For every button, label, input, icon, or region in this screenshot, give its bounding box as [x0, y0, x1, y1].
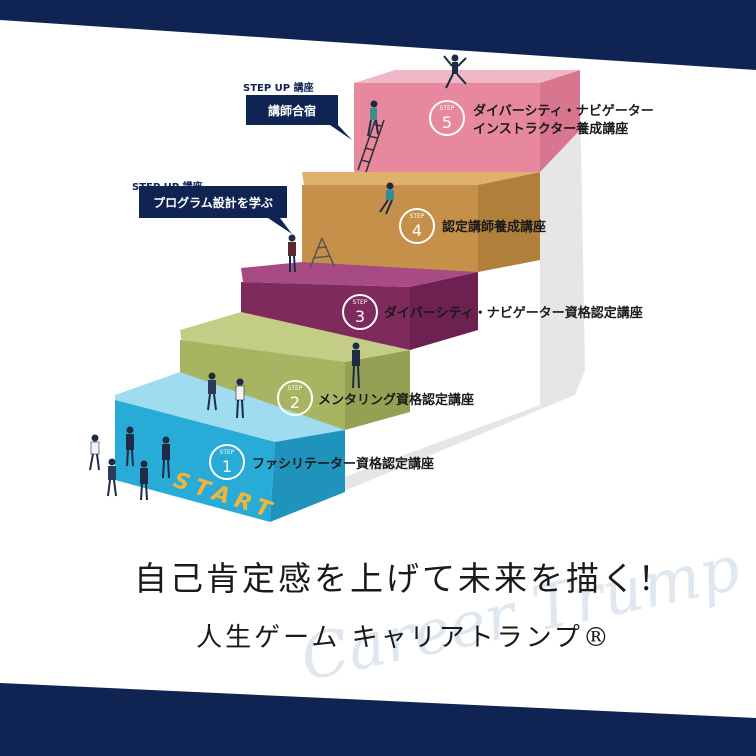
step-1-block	[115, 372, 345, 522]
step-number: 5	[442, 113, 452, 132]
step-up-callout-camp: STEP UP 講座 講師合宿	[243, 81, 352, 140]
step-number: 2	[290, 393, 300, 412]
person-figures	[89, 54, 467, 501]
step-up-tag: STEP UP 講座	[132, 180, 203, 193]
step-5-label-line1: ダイバーシティ・ナビゲーター	[473, 103, 654, 119]
step-word: STEP	[220, 449, 235, 456]
step-up-tag: STEP UP 講座	[243, 81, 314, 94]
step-word: STEP	[353, 299, 368, 306]
step-up-title: プログラム設計を学ぶ	[153, 195, 273, 210]
bottom-navy-band	[0, 683, 756, 756]
step-4-label: 認定講師養成講座	[442, 219, 546, 235]
step-1-label: ファシリテーター資格認定講座	[252, 456, 434, 472]
step-number: 1	[222, 457, 232, 476]
step-5-badge: STEP 5	[429, 100, 465, 136]
step-word: STEP	[440, 105, 455, 112]
product-name: 人生ゲーム キャリアトランプ®	[196, 623, 612, 653]
step-3-badge: STEP 3	[342, 294, 378, 330]
step-word: STEP	[410, 213, 425, 220]
stepladder-illustration	[309, 237, 335, 269]
step-5-label-line2: インストラクター養成講座	[473, 121, 628, 137]
step-2-badge: STEP 2	[277, 380, 313, 416]
step-number: 3	[355, 307, 365, 326]
step-2-label: メンタリング資格認定講座	[318, 392, 474, 408]
step-3-label: ダイバーシティ・ナビゲーター資格認定講座	[384, 305, 643, 321]
step-number: 4	[412, 221, 422, 240]
step-1-badge: STEP 1	[209, 444, 245, 480]
watermark-script: Career Trump	[294, 531, 746, 695]
top-navy-band	[0, 0, 756, 70]
step-word: STEP	[288, 385, 303, 392]
step-4-block	[302, 172, 540, 272]
step-2-block	[180, 312, 410, 430]
tagline: 自己肯定感を上げて未来を描く！	[134, 559, 674, 598]
step-4-badge: STEP 4	[399, 208, 435, 244]
ladder-illustration	[357, 117, 385, 173]
step-5-block	[354, 70, 580, 172]
step-up-title: 講師合宿	[268, 103, 316, 118]
step-up-callout-program: STEP UP 講座 プログラム設計を学ぶ	[132, 180, 292, 234]
